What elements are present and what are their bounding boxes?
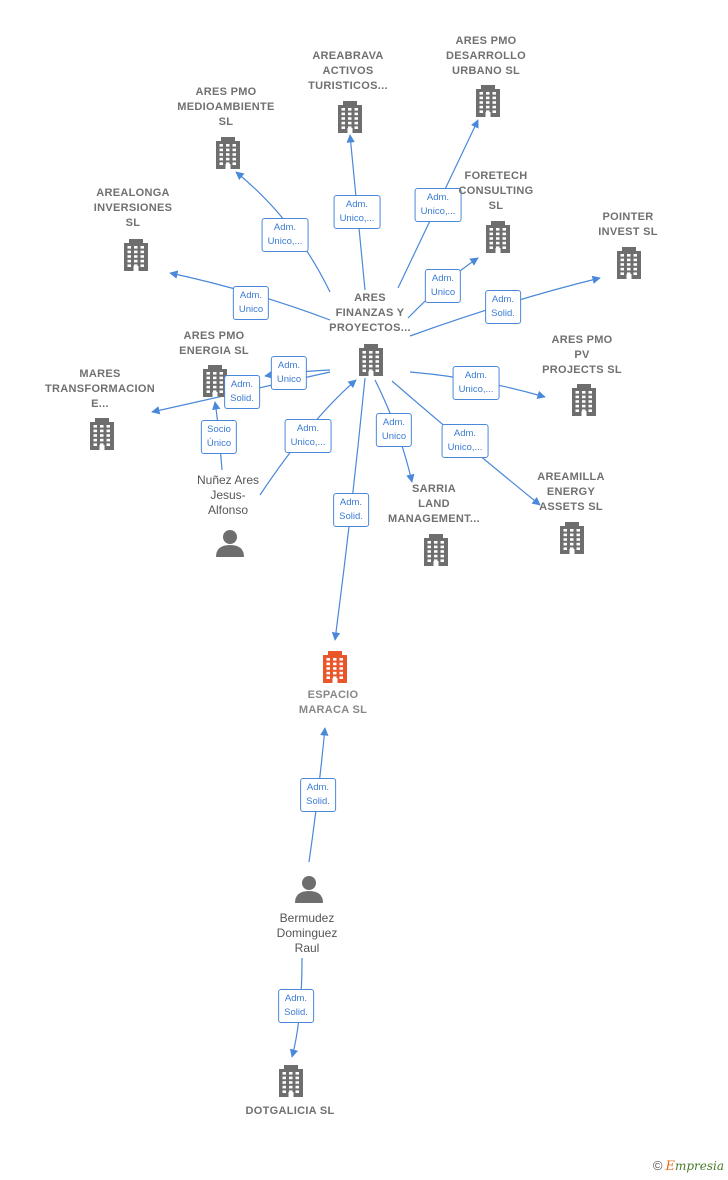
building-icon-sarria[interactable] [424, 534, 448, 566]
copyright-symbol: © [652, 1158, 663, 1173]
building-icon-pointer[interactable] [617, 247, 641, 279]
building-icon-dotgalicia[interactable] [279, 1065, 303, 1097]
building-icon-areabrava[interactable] [338, 101, 362, 133]
building-icon-mares[interactable] [90, 418, 114, 450]
building-icon-areamilla[interactable] [560, 522, 584, 554]
building-icon-arealonga[interactable] [124, 239, 148, 271]
node-label-sarria[interactable]: SARRIA LAND MANAGEMENT... [388, 483, 480, 525]
edge-label-bermudez-to-dotgalicia[interactable]: Adm. Solid. [278, 989, 314, 1023]
edge-label-nunez-to-ares-finanzas[interactable]: Adm. Unico,... [284, 419, 332, 453]
building-icon-ares-pmo-medioambiente[interactable] [216, 137, 240, 169]
building-icon-ares-pmo-desarrollo[interactable] [476, 85, 500, 117]
person-icon-bermudez[interactable] [295, 876, 323, 903]
node-label-arealonga[interactable]: AREALONGA INVERSIONES SL [93, 187, 173, 229]
node-label-areamilla[interactable]: AREAMILLA ENERGY ASSETS SL [537, 471, 605, 513]
edge-label-ares-finanzas-to-ares-pmo-medioambiente[interactable]: Adm. Unico,... [261, 218, 309, 252]
building-icon-ares-finanzas[interactable] [359, 344, 383, 376]
node-label-bermudez[interactable]: Bermudez Dominguez Raul [276, 911, 338, 955]
building-icon-foretech[interactable] [486, 221, 510, 253]
edge-label-nunez-to-ares-pmo-energia[interactable]: Socio Único [200, 420, 238, 454]
node-label-ares-pmo-desarrollo[interactable]: ARES PMO DESARROLLO URBANO SL [446, 35, 526, 77]
node-label-areabrava[interactable]: AREABRAVA ACTIVOS TURISTICOS... [308, 50, 388, 92]
node-label-ares-finanzas[interactable]: ARES FINANZAS Y PROYECTOS... [329, 292, 411, 334]
building-icon-ares-pmo-energia[interactable] [203, 365, 227, 397]
edge-label-ares-finanzas-to-espacio-maraca[interactable]: Adm. Solid. [333, 493, 369, 527]
building-icon-ares-pmo-pv[interactable] [572, 384, 596, 416]
node-label-espacio-maraca[interactable]: ESPACIO MARACA SL [298, 689, 368, 716]
edge-label-ares-finanzas-to-mares[interactable]: Adm. Solid. [224, 375, 260, 409]
node-label-dotgalicia[interactable]: DOTGALICIA SL [245, 1105, 335, 1117]
edge-label-ares-finanzas-to-areamilla[interactable]: Adm. Unico,... [441, 424, 489, 458]
brand-name: mpresia [674, 1159, 724, 1173]
edge-label-ares-finanzas-to-ares-pmo-energia[interactable]: Adm. Unico [270, 356, 308, 390]
person-icon-nunez[interactable] [216, 530, 244, 557]
edge-label-ares-finanzas-to-ares-pmo-desarrollo[interactable]: Adm. Unico,... [414, 188, 462, 222]
edge-label-ares-finanzas-to-areabrava[interactable]: Adm. Unico,... [333, 195, 381, 229]
edge-label-bermudez-to-espacio-maraca[interactable]: Adm. Solid. [300, 778, 336, 812]
node-label-nunez[interactable]: Nuñez Ares Jesus- Alfonso [196, 473, 260, 517]
edge-label-ares-finanzas-to-sarria[interactable]: Adm. Unico [375, 413, 413, 447]
node-label-ares-pmo-pv[interactable]: ARES PMO PV PROJECTS SL [542, 334, 622, 376]
edge-label-ares-finanzas-to-foretech[interactable]: Adm. Unico [424, 269, 462, 303]
node-label-mares[interactable]: MARES TRANSFORMACION E... [45, 368, 155, 410]
brand-initial: E [665, 1159, 675, 1174]
edge-label-ares-finanzas-to-arealonga[interactable]: Adm. Unico [232, 286, 270, 320]
building-icon-espacio-maraca[interactable] [323, 651, 347, 683]
edges-layer [151, 119, 601, 1058]
node-label-ares-pmo-medioambiente[interactable]: ARES PMO MEDIOAMBIENTE SL [177, 86, 275, 128]
node-label-ares-pmo-energia[interactable]: ARES PMO ENERGIA SL [179, 330, 249, 357]
footer-brand: ©Empresia [653, 1158, 724, 1174]
nodes-layer [90, 85, 641, 1097]
node-label-pointer[interactable]: POINTER INVEST SL [598, 211, 658, 238]
node-label-foretech[interactable]: FORETECH CONSULTING SL [458, 170, 534, 212]
edge-label-ares-finanzas-to-pointer[interactable]: Adm. Solid. [485, 290, 521, 324]
edge-label-ares-finanzas-to-ares-pmo-pv[interactable]: Adm. Unico,... [452, 366, 500, 400]
